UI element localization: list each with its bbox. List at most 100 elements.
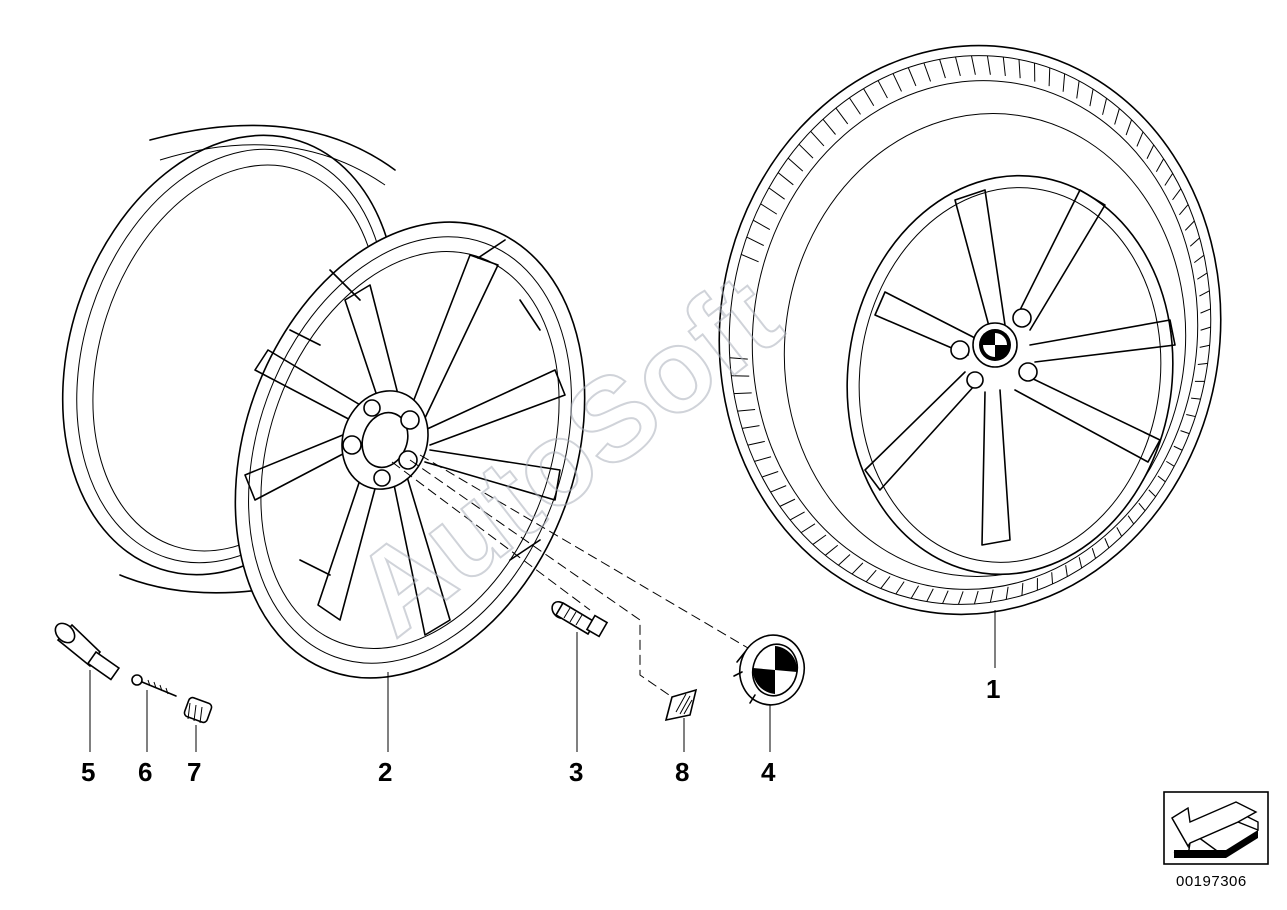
tread-mark bbox=[1193, 254, 1205, 264]
tread-mark bbox=[877, 80, 888, 99]
tread-mark bbox=[768, 187, 785, 200]
tread-mark bbox=[835, 107, 849, 125]
tread-mark bbox=[1127, 515, 1135, 525]
tread-mark bbox=[1104, 538, 1110, 549]
tread-mark bbox=[939, 59, 946, 79]
tread-mark bbox=[1136, 131, 1144, 147]
tread-mark bbox=[1184, 220, 1195, 231]
leader-lines bbox=[89, 454, 996, 752]
tread-mark bbox=[1002, 56, 1006, 76]
tread-mark bbox=[1089, 89, 1094, 107]
wheel-bolt-icon bbox=[551, 600, 609, 638]
hub-cap-icon bbox=[733, 634, 806, 706]
tread-mark bbox=[1178, 204, 1189, 216]
tread-mark bbox=[1114, 108, 1120, 125]
tread-mark bbox=[747, 440, 765, 446]
callout-5: 5 bbox=[81, 757, 95, 787]
tread-mark bbox=[800, 523, 816, 534]
tread-mark bbox=[910, 585, 920, 599]
callout-7: 7 bbox=[187, 757, 201, 787]
tread-mark bbox=[729, 357, 748, 360]
tread-mark bbox=[926, 588, 934, 602]
tread-mark bbox=[1102, 98, 1108, 115]
tread-mark bbox=[760, 203, 778, 215]
tread-mark bbox=[1155, 158, 1165, 173]
tread-mark bbox=[1197, 272, 1208, 280]
tread-mark bbox=[822, 118, 836, 135]
tread-mark bbox=[1200, 308, 1211, 314]
rim-drawing bbox=[61, 124, 586, 679]
tread-mark bbox=[880, 576, 891, 589]
valve-cap-icon bbox=[183, 696, 213, 724]
tread-mark bbox=[1172, 188, 1182, 201]
tread-mark bbox=[1021, 583, 1024, 596]
tread-mark bbox=[770, 485, 787, 493]
tread-mark bbox=[733, 392, 752, 395]
reference-number: 00197306 bbox=[1176, 873, 1247, 890]
tread-mark bbox=[752, 219, 771, 231]
tread-mark bbox=[761, 471, 779, 478]
tread-mark bbox=[1076, 80, 1080, 99]
tread-mark bbox=[863, 88, 875, 106]
valve-core-icon bbox=[131, 674, 177, 697]
callout-1: 1 bbox=[986, 674, 1000, 704]
tread-mark bbox=[1078, 557, 1083, 569]
tread-mark bbox=[1199, 344, 1210, 348]
tread-mark bbox=[895, 581, 905, 595]
tread-mark bbox=[1125, 119, 1133, 136]
tread-mark bbox=[1173, 445, 1183, 451]
tread-mark bbox=[1189, 237, 1200, 247]
tread-mark bbox=[810, 131, 825, 147]
tread-mark bbox=[1200, 326, 1211, 331]
tread-mark bbox=[787, 157, 804, 172]
bmw-logo-on-wheel-icon bbox=[979, 329, 1011, 361]
tread-mark bbox=[789, 511, 805, 521]
tread-mark bbox=[1048, 67, 1051, 87]
tread-mark bbox=[973, 590, 979, 605]
tread-mark bbox=[754, 456, 772, 462]
label-sticker-icon bbox=[664, 688, 698, 722]
tread-mark bbox=[1062, 73, 1066, 92]
callout-6: 6 bbox=[138, 757, 152, 787]
tread-mark bbox=[777, 172, 794, 186]
tread-mark bbox=[742, 425, 760, 429]
tread-mark bbox=[865, 569, 877, 583]
navigation-arrow-icon[interactable] bbox=[1163, 791, 1269, 865]
tread-mark bbox=[970, 55, 976, 75]
tread-mark bbox=[1164, 173, 1174, 186]
callout-3: 3 bbox=[569, 757, 583, 787]
tread-mark bbox=[986, 55, 991, 75]
tread-mark bbox=[812, 534, 827, 545]
tread-mark bbox=[1091, 548, 1097, 559]
tread-mark bbox=[737, 408, 756, 412]
tread-mark bbox=[1051, 572, 1054, 585]
tread-mark bbox=[779, 498, 796, 507]
tread-mark bbox=[798, 143, 814, 159]
callout-2: 2 bbox=[378, 757, 392, 787]
tread-mark bbox=[746, 236, 764, 246]
tread-mark bbox=[1186, 414, 1196, 418]
tread-mark bbox=[1005, 586, 1009, 600]
tread-mark bbox=[851, 562, 864, 575]
tread-mark bbox=[824, 544, 839, 556]
tread-mark bbox=[957, 591, 964, 605]
tread-mark bbox=[955, 56, 961, 76]
tread-mark bbox=[1148, 489, 1156, 497]
callout-4: 4 bbox=[761, 757, 776, 787]
tread-mark bbox=[1146, 144, 1155, 159]
tread-mark bbox=[1180, 430, 1190, 435]
tread-mark bbox=[1197, 362, 1208, 365]
tread-mark bbox=[1018, 59, 1021, 79]
tread-mark bbox=[849, 97, 861, 115]
tread-mark bbox=[989, 589, 994, 603]
tread-mark bbox=[942, 590, 949, 604]
tread-mark bbox=[1138, 502, 1146, 512]
callout-8: 8 bbox=[675, 757, 689, 787]
tread-mark bbox=[1191, 397, 1201, 400]
tread-mark bbox=[923, 62, 932, 82]
tread-mark bbox=[1065, 565, 1068, 577]
tread-mark bbox=[1116, 527, 1123, 537]
tread-mark bbox=[838, 554, 851, 566]
tread-mark bbox=[741, 253, 759, 263]
